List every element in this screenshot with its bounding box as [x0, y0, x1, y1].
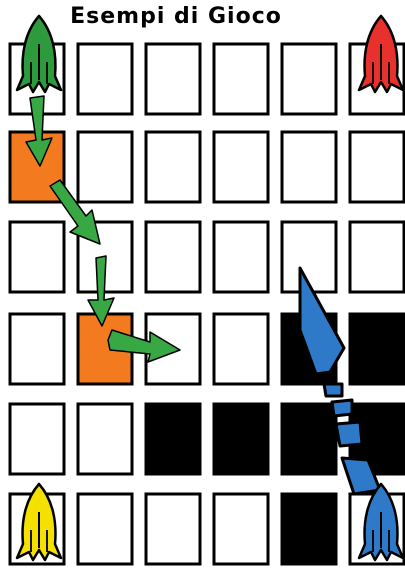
- grid-cell-white[interactable]: [214, 314, 268, 384]
- grid-cell-white[interactable]: [214, 44, 268, 114]
- grid-cell-white[interactable]: [282, 132, 336, 202]
- grid-cell-white[interactable]: [214, 494, 268, 564]
- grid-cell-white[interactable]: [282, 44, 336, 114]
- grid-cells: [10, 44, 404, 564]
- grid-cell-white[interactable]: [146, 494, 200, 564]
- grid-cell-black[interactable]: [350, 314, 404, 384]
- grid-cell-black[interactable]: [282, 404, 336, 474]
- grid-cell-black[interactable]: [146, 404, 200, 474]
- grid-cell-black[interactable]: [282, 494, 336, 564]
- grid-cell-white[interactable]: [78, 404, 132, 474]
- grid-cell-white[interactable]: [78, 44, 132, 114]
- grid-cell-white[interactable]: [78, 494, 132, 564]
- grid-cell-white[interactable]: [78, 132, 132, 202]
- grid-cell-black[interactable]: [214, 404, 268, 474]
- grid-cell-white[interactable]: [214, 132, 268, 202]
- green-ship-icon[interactable]: [17, 16, 61, 92]
- grid-cell-white[interactable]: [146, 222, 200, 292]
- grid-cell-white[interactable]: [10, 314, 64, 384]
- red-ship-icon[interactable]: [359, 16, 403, 92]
- grid-cell-white[interactable]: [146, 44, 200, 114]
- grid-cell-white[interactable]: [350, 132, 404, 202]
- grid-cell-white[interactable]: [10, 404, 64, 474]
- grid-cell-white[interactable]: [214, 222, 268, 292]
- ships: [17, 16, 403, 560]
- grid-cell-white[interactable]: [146, 132, 200, 202]
- grid-cell-white[interactable]: [350, 222, 404, 292]
- grid-cell-white[interactable]: [10, 222, 64, 292]
